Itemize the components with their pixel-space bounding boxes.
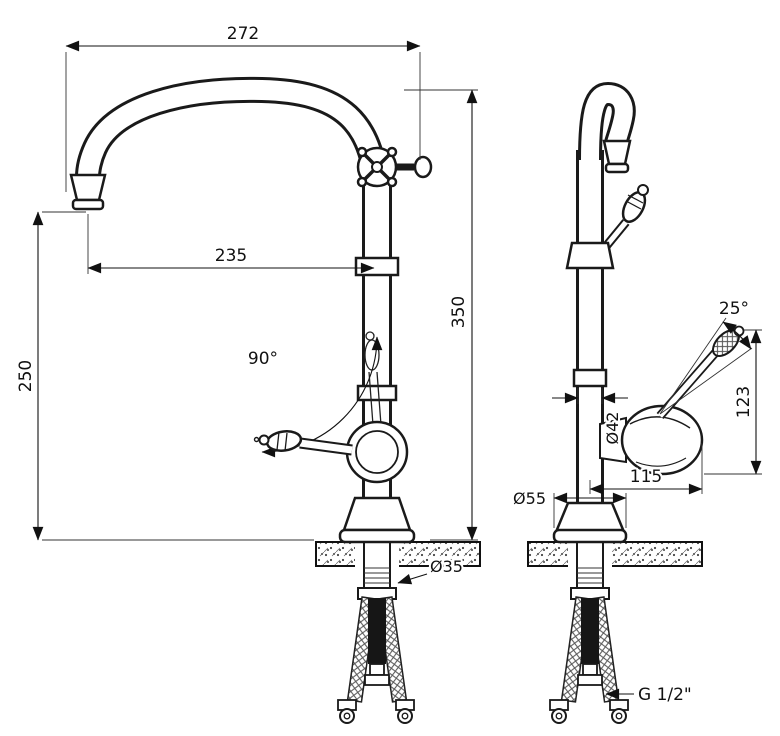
dim-label-250: 250 <box>16 360 36 392</box>
dimension-total-height: 350 <box>404 89 478 541</box>
side-hoses <box>549 596 629 724</box>
dim-label-90deg: 90° <box>248 349 278 369</box>
dim-label-350: 350 <box>449 296 469 328</box>
lever-front <box>253 430 353 456</box>
base-front <box>342 496 412 532</box>
dimension-overall-width: 272 <box>65 22 421 192</box>
spout-outlet <box>69 173 107 202</box>
dim-label-g12: G 1/2" <box>638 685 692 705</box>
cross-handle-front <box>356 146 433 188</box>
dimension-thread: G 1/2" <box>605 683 694 707</box>
front-shank <box>357 541 397 600</box>
side-shank <box>570 541 610 600</box>
dimension-depth: 115 <box>589 443 703 495</box>
dark-hose <box>368 598 386 664</box>
dark-hose <box>581 598 599 664</box>
dimension-lever-height: 123 <box>704 329 762 475</box>
dimension-spout-reach: 235 <box>87 214 375 274</box>
dim-label-115: 115 <box>630 467 662 487</box>
countertop-side-section <box>527 539 703 569</box>
base-side <box>554 501 626 534</box>
dim-label-235: 235 <box>215 246 247 266</box>
dim-label-o55: Ø55 <box>513 489 546 508</box>
dimension-body-diameter: Ø42 <box>552 388 628 446</box>
dimension-base-diameter: Ø55 <box>511 487 627 528</box>
lever-side-tilted <box>656 317 753 419</box>
dimension-spout-height: 250 <box>14 211 314 541</box>
front-hoses <box>337 596 415 724</box>
dimensions: 272 235 250 350 90° Ø35 25° <box>14 22 762 707</box>
dim-label-272: 272 <box>227 24 259 44</box>
front-view-faucet <box>69 76 433 544</box>
dimension-hole-diameter: Ø35 <box>397 555 465 585</box>
handle-side <box>599 184 649 253</box>
dim-label-25deg: 25° <box>719 299 749 319</box>
dim-label-123: 123 <box>734 386 754 418</box>
side-view-faucet <box>552 81 753 544</box>
dim-label-o35: Ø35 <box>430 557 463 576</box>
lever-swing-indicator-front <box>261 331 383 458</box>
dim-label-o42: Ø42 <box>603 412 622 445</box>
